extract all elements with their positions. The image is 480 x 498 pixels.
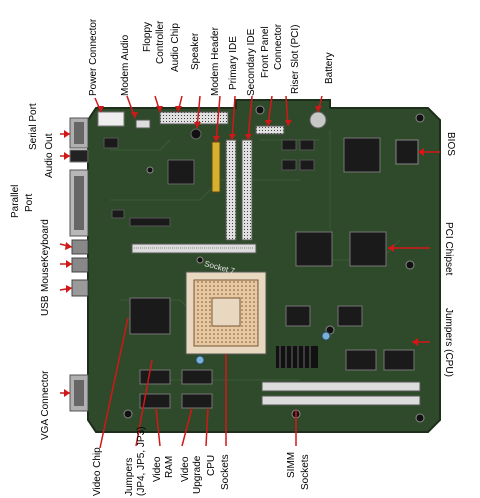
label-cpu: CPU [206,454,217,476]
label-riser-slot: Riser Slot (PCI) [290,24,301,94]
label-usb: USB [40,295,51,316]
audio-chip [167,159,195,185]
label-video-upgrade-2: Upgrade [192,455,203,494]
label-sockets: Sockets [220,454,231,490]
video-chip [129,297,171,335]
label-audio-out: Audio Out [44,133,55,178]
label-primary-ide: Primary IDE [228,36,239,90]
riser-slot [131,243,257,254]
label-vga-connector: VGA Connector [40,370,51,440]
label-jumpers-ids: (JP4, JP5, JP3) [136,426,147,496]
cpu-socket [185,271,267,355]
label-mouse: Mouse [40,261,51,292]
keyboard-connector [71,239,89,255]
pci-chipset [295,231,387,267]
label-controller: Controller [155,20,166,64]
large-chip-top-right [343,137,381,173]
small-chips [103,137,315,227]
label-front-panel: Front Panel [260,26,271,78]
modem-audio-header [135,119,151,129]
bios-chip [395,139,419,165]
label-parallel: Parallel [10,184,21,218]
label-keyboard: Keyboard [40,219,51,262]
label-modem-audio: Modem Audio [120,34,131,96]
battery [309,111,327,129]
label-serial-port: Serial Port [28,103,39,150]
usb-connector [71,279,89,297]
label-simm: SIMM [286,451,297,478]
cpu-jumper-chips [285,305,415,371]
label-audio-chip: Audio Chip [170,23,181,72]
label-floppy: Floppy [142,21,153,52]
label-pci-chipset: PCI Chipset [443,222,454,276]
label-port: Port [24,193,35,212]
vga-connector [69,374,89,412]
modem-header [211,141,221,193]
front-panel-connector [255,125,285,135]
label-connector: Connector [273,23,284,70]
label-jumpers: Jumpers [124,457,135,496]
label-speaker: Speaker [190,32,201,70]
video-upgrade [181,369,213,409]
secondary-ide [241,139,253,241]
label-battery: Battery [324,52,335,84]
voltage-regulator [276,346,318,368]
label-simm-sockets: Sockets [300,454,311,490]
speaker [190,128,202,140]
floppy-controller [159,111,229,125]
arrowheads [64,106,424,397]
parallel-port [69,169,89,237]
label-modem-header: Modem Header [210,27,221,96]
label-power-connector: Power Connector [88,18,99,96]
capacitors [195,331,331,365]
label-video-chip: Video Chip [92,447,103,496]
label-video-ram-2: RAM [164,455,175,478]
primary-ide [225,139,237,241]
serial-port [69,117,89,149]
mouse-connector [71,257,89,273]
label-secondary-ide: Secondary IDE [246,28,257,96]
label-bios: BIOS [445,132,456,156]
power-connector [97,111,125,127]
simm-sockets [261,381,421,406]
label-video-ram-1: Video [152,456,163,482]
audio-out-jack [69,149,89,163]
label-video-upgrade-1: Video [180,456,191,482]
label-jumpers-cpu: Jumpers (CPU) [443,308,454,377]
